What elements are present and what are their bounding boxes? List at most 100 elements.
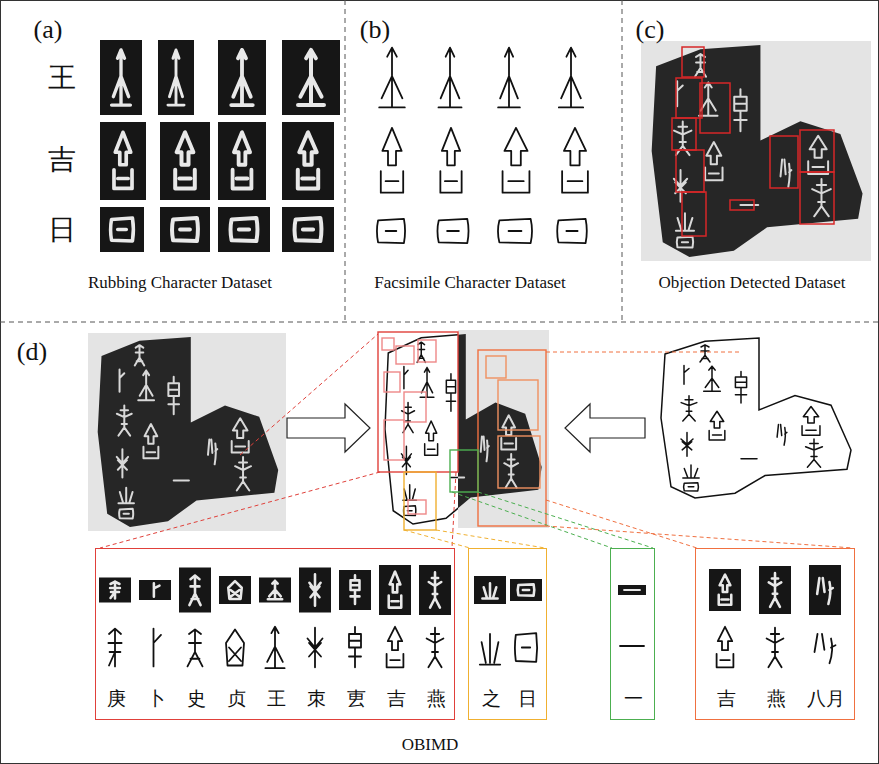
rubbing-thumb [218,207,270,252]
glyph-stroke [308,628,323,668]
glyph-stroke [705,142,722,180]
region-box [384,420,404,460]
facsimile-half [385,334,458,524]
glyph-stroke [143,424,158,458]
rubbing-thumb [299,568,331,613]
region-box [396,346,414,364]
rubbing-thumb [282,122,334,200]
glyph-stroke [767,628,784,668]
glyph-stroke [135,345,145,365]
rubbing-thumb [100,122,146,200]
rubbing-thumb [282,40,340,115]
glyph-stroke [817,578,833,604]
panel-label: (d) [17,338,47,367]
leader-line [546,352,740,353]
caption: Rubbing Character Dataset [88,274,272,293]
character-label: 八月 [807,689,845,710]
detection-box [676,78,702,118]
rubbing-thumb [809,565,841,615]
caption: Facsimile Character Dataset [374,274,566,293]
rubbing-thumb [709,569,741,611]
glyph-stroke [112,50,131,105]
glyph-stroke [174,479,189,481]
detection-box [682,47,704,77]
glyph-stroke [562,128,588,193]
photo-ground [458,330,549,528]
character-label: 王 [267,689,286,710]
leader-line [546,500,697,548]
glyph-stroke [403,485,416,501]
glyph-stroke [188,630,203,667]
panel-label: (a) [34,16,63,45]
glyph-stroke [349,627,361,668]
glyph-stroke [504,454,518,487]
glyph-stroke [684,365,689,384]
caption: OBIMD [402,736,459,755]
glyph-stroke [735,371,746,403]
glyph-stroke [515,633,537,662]
detection-box [730,200,754,210]
region-box [404,392,426,422]
glyph-stroke [117,449,128,477]
glyph-stroke [717,627,734,668]
glyph-stroke [501,415,516,449]
glyph-stroke [719,575,732,605]
glyph-stroke [119,509,133,519]
crop-group-box: 吉燕八月 [695,548,855,720]
glyph-stroke [379,48,405,108]
glyph-stroke [138,371,154,401]
leader-line [100,472,380,548]
glyph-stroke [734,89,746,131]
glyph-stroke [777,424,787,445]
character-label: 朿 [307,689,326,710]
glyph-stroke [429,572,442,607]
rubbing-thumb [219,576,251,604]
glyph-stroke [781,159,792,187]
glyph-stroke [740,204,758,206]
glyph-stroke [120,370,125,392]
glyph-stroke [226,630,244,666]
character-label: 燕 [427,689,446,710]
glyph-stroke [298,50,324,105]
glyph-stroke [114,132,132,188]
glyph-stroke [482,583,497,598]
glyph-stroke [154,629,162,667]
region-box [498,380,538,430]
region-box [418,340,436,362]
panel-label: (c) [636,16,665,45]
character-label: 之 [482,689,501,710]
glyph-stroke [769,573,782,607]
glyph-stroke [741,458,757,460]
glyph-stroke [815,634,836,663]
glyph-stroke [676,213,694,230]
glyph-stroke [559,48,583,108]
leader-line [546,526,853,548]
character-label: 日 [48,215,76,246]
detection-image [641,41,871,261]
rubbing-thumb [100,40,142,115]
character-label: 卜 [147,689,166,710]
rubbing-half [458,330,549,528]
region-box [450,450,478,492]
detection-box [682,192,706,236]
rubbing-thumb [158,40,194,115]
glyph-stroke [806,439,823,467]
glyph-stroke [351,575,360,604]
figure-panel: (a)王吉日Rubbing Character Dataset [0,0,345,322]
glyph-stroke [458,476,464,478]
glyph-stroke [681,396,697,421]
rubbing-thumb [474,576,506,604]
detection-box [676,150,704,192]
glyph-stroke [389,572,402,608]
glyph-stroke [683,465,699,478]
rubbing-thumb [259,578,291,603]
character-label: 贞 [227,689,246,710]
figure-panel: 庚卜史贞王朿叀吉燕之日一吉燕八月(d)OBIMD [0,322,879,764]
region-box [486,356,506,378]
glyph-stroke [438,48,461,108]
hollow-arrow [565,404,645,452]
hollow-arrow [287,404,370,452]
glyph-stroke [228,581,241,599]
